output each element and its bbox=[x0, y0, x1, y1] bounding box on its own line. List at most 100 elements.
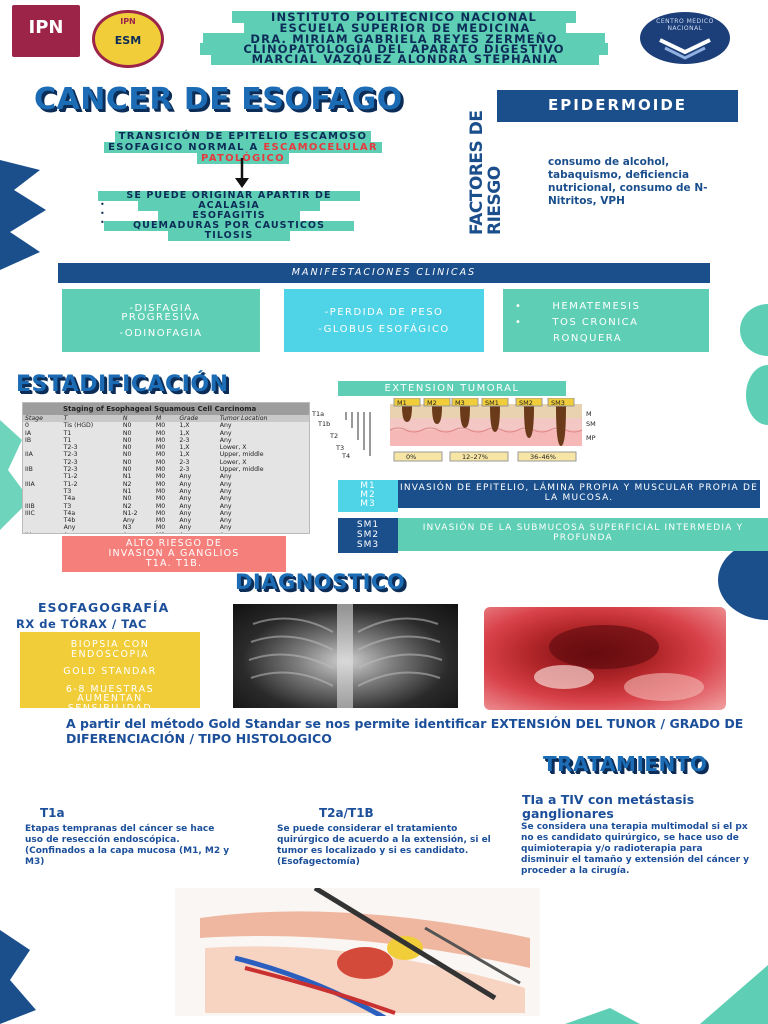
table-cell bbox=[23, 488, 62, 495]
m-code: M2 bbox=[360, 490, 376, 500]
staging-column-header: M bbox=[153, 415, 178, 423]
m-code: M3 bbox=[360, 499, 376, 509]
table-cell: T3 bbox=[63, 487, 72, 495]
diagnostico-summary: A partir del método Gold Standar se nos … bbox=[66, 716, 744, 746]
table-cell: T2-3 bbox=[63, 466, 78, 474]
table-cell: M0 bbox=[155, 487, 166, 495]
symptom-item: -ODINOFAGIA bbox=[119, 328, 203, 339]
table-cell bbox=[23, 495, 62, 502]
table-cell: Any bbox=[63, 524, 76, 532]
table-cell: T4b bbox=[63, 517, 76, 525]
extension-top-label-box bbox=[393, 398, 421, 407]
transicion-line-2b: ESCAMOCELULAR bbox=[263, 142, 382, 153]
right-teal-blob-2 bbox=[746, 365, 768, 425]
table-cell: 1,X bbox=[179, 444, 190, 452]
table-cell: Any bbox=[219, 524, 232, 532]
extension-pct-box bbox=[449, 451, 509, 462]
table-cell: IV bbox=[23, 532, 62, 533]
manifestaciones-banner: MANIFESTACIONES CLINICAS bbox=[58, 263, 710, 283]
sm-description: INVASIÓN DE LA SUBMUCOSA SUPERFICIAL INT… bbox=[398, 518, 768, 551]
table-cell: IIB bbox=[25, 466, 33, 474]
table-cell: Any bbox=[219, 473, 232, 481]
left-wave-shape bbox=[0, 160, 46, 270]
table-cell bbox=[23, 459, 62, 466]
table-cell: N0 bbox=[122, 458, 132, 466]
table-cell: 2-3 bbox=[179, 458, 190, 466]
table-cell: T4a bbox=[63, 509, 76, 517]
tumor-lesion bbox=[402, 406, 412, 422]
extension-top-label-box bbox=[481, 398, 509, 407]
extension-top-label: SM1 bbox=[485, 399, 499, 407]
bullet-icon: • bbox=[515, 317, 523, 328]
staging-column-header: Stage bbox=[23, 415, 62, 423]
header-line-2: ESCUELA SUPERIOR DE MEDICINA bbox=[244, 22, 566, 34]
symptom-item: HEMATEMESIS bbox=[552, 301, 641, 312]
table-cell: M0 bbox=[155, 458, 166, 466]
tratamiento-col1-text: Etapas tempranas del cáncer se hace uso … bbox=[25, 824, 230, 867]
m-description: INVASIÓN DE EPITELIO, LÁMINA PROPIA Y MU… bbox=[398, 480, 760, 508]
biopsia-line: 6-8 MUESTRAS AUMENTAN SENSIBILIDAD bbox=[65, 683, 155, 714]
symptom-item: -PERDIDA DE PESO bbox=[324, 307, 444, 318]
table-cell: T1 bbox=[63, 436, 72, 444]
table-cell: N3 bbox=[122, 524, 132, 532]
table-cell: Any bbox=[218, 532, 309, 533]
table-cell: M0 bbox=[155, 436, 166, 444]
table-cell: Any bbox=[219, 487, 232, 495]
table-cell: T4a bbox=[63, 495, 76, 503]
surgery-illustration bbox=[175, 885, 540, 1021]
staging-table-image: Staging of Esophageal Squamous Cell Carc… bbox=[22, 402, 310, 534]
table-cell: IIA bbox=[25, 451, 33, 459]
table-cell: 2-3 bbox=[179, 436, 190, 444]
table-cell: T2-3 bbox=[63, 444, 78, 452]
tratamiento-col1-title: T1a bbox=[40, 806, 65, 820]
diagnostico-title: DIAGNOSTICO bbox=[235, 570, 406, 594]
extension-layer-label: M bbox=[586, 410, 592, 418]
table-cell: M0 bbox=[155, 473, 166, 481]
table-cell: T3 bbox=[63, 502, 72, 510]
extension-top-label: M3 bbox=[455, 399, 465, 407]
header-line-1: INSTITUTO POLITECNICO NACIONAL bbox=[232, 11, 576, 23]
table-cell: IB bbox=[25, 436, 32, 444]
extension-top-label-box bbox=[451, 398, 479, 407]
table-cell: Any bbox=[219, 422, 232, 430]
table-cell: IIIC bbox=[25, 509, 35, 517]
table-cell: N2 bbox=[122, 502, 132, 510]
esm-logo: IPN ESM bbox=[92, 10, 164, 68]
staging-column-header: Tumor Location bbox=[217, 415, 309, 423]
staging-table-title: Staging of Esophageal Squamous Cell Carc… bbox=[23, 403, 309, 415]
extension-pct-label: 0% bbox=[406, 453, 416, 461]
table-cell: Any bbox=[219, 480, 232, 488]
origen-block: SE PUEDE ORIGINAR APARTIR DE ACALASIA ES… bbox=[98, 191, 360, 241]
extension-side-label: T2 bbox=[329, 432, 338, 440]
extension-side-label: T1a bbox=[311, 410, 324, 418]
staging-column-header: Grade bbox=[177, 415, 218, 423]
epidermoide-banner: EPIDERMOIDE bbox=[497, 90, 738, 122]
manifestaciones-box-3: •HEMATEMESIS •TOS CRONICA RONQUERA bbox=[503, 289, 709, 352]
bullet-icon: • bbox=[515, 301, 523, 312]
table-cell: N1 bbox=[122, 487, 132, 495]
ipn-logo: IPN bbox=[12, 5, 80, 57]
cmn-emblem-icon bbox=[659, 38, 711, 60]
alto-riesgo-line: INVASION A GANGLIOS bbox=[108, 548, 240, 559]
table-cell: IIIA bbox=[25, 480, 35, 488]
extension-top-label-box bbox=[423, 398, 451, 407]
table-cell: T1-2 bbox=[63, 473, 78, 481]
sm-code: SM2 bbox=[356, 530, 380, 540]
page-title: CANCER DE ESOFAGO bbox=[34, 82, 403, 117]
table-cell: T2-3 bbox=[63, 458, 78, 466]
extension-pct-box bbox=[517, 451, 577, 462]
extension-pct-box bbox=[393, 451, 443, 462]
table-cell: M0 bbox=[155, 422, 166, 430]
origen-item: TILOSIS bbox=[168, 231, 290, 241]
table-cell: Any bbox=[177, 532, 217, 533]
table-cell: M0 bbox=[155, 444, 166, 452]
tumor-lesion bbox=[460, 406, 470, 428]
table-cell: M0 bbox=[155, 517, 166, 525]
transicion-line-1: TRANSICIÓN DE EPITELIO ESCAMOSO bbox=[114, 131, 372, 142]
table-cell: IA bbox=[25, 429, 32, 437]
